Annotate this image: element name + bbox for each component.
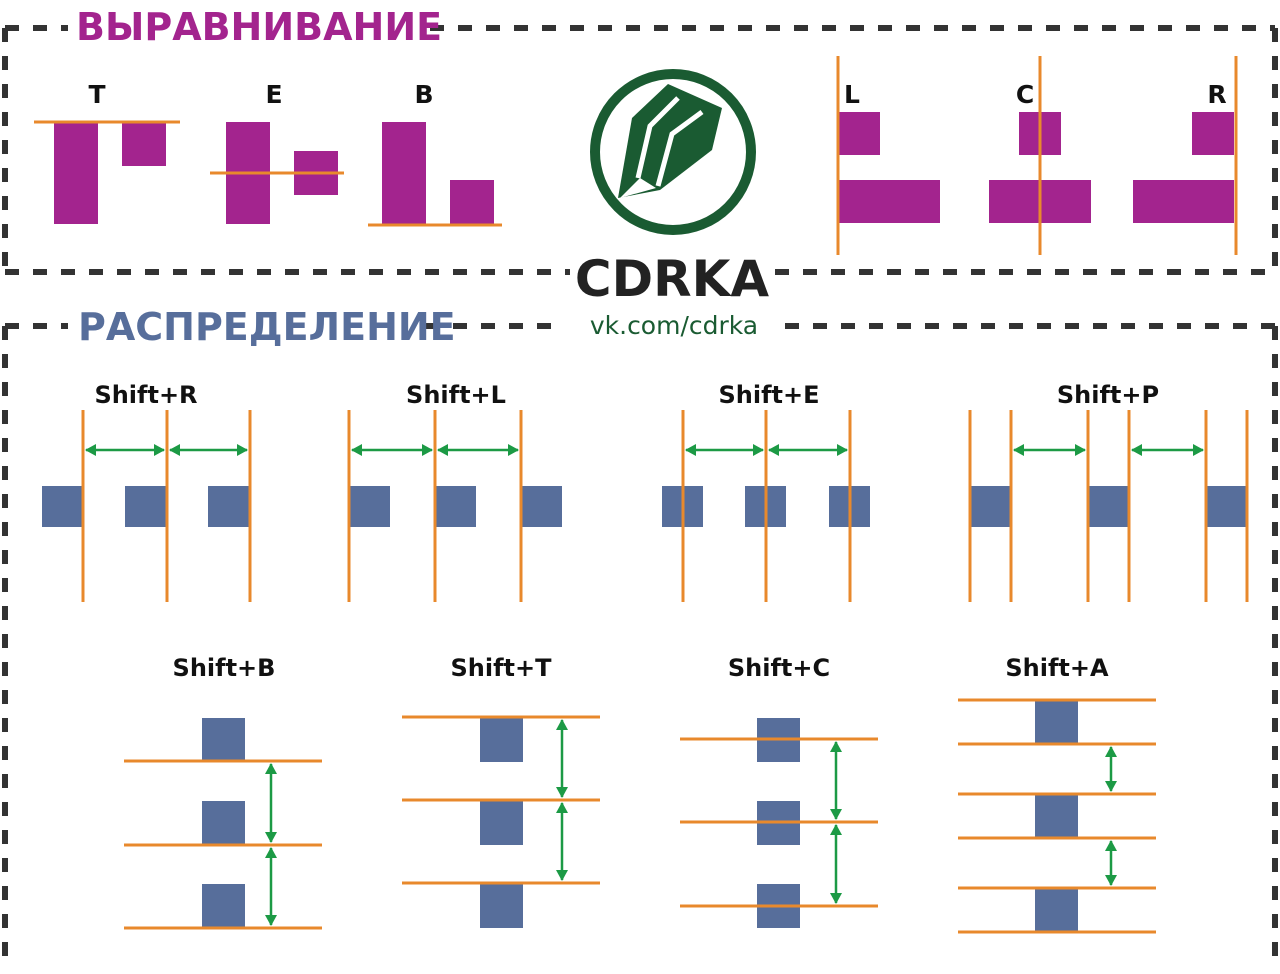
arrowhead-up (830, 824, 842, 835)
align-top-demo: T (34, 80, 180, 224)
distributed-object (1035, 794, 1078, 838)
distributed-object (435, 486, 476, 527)
align-center-demo: C (989, 56, 1091, 255)
shortcut-label: Shift+L (406, 381, 506, 409)
arrowhead-down (830, 893, 842, 904)
distributed-object (125, 486, 166, 527)
distribute-spacing-horizontal-panel: Shift+P (968, 381, 1249, 602)
arrowhead-right (1075, 444, 1086, 456)
arrowhead-right (837, 444, 848, 456)
arrowhead-left (437, 444, 448, 456)
align-section-title: ВЫРАВНИВАНИЕ (76, 5, 442, 49)
distributed-object (480, 801, 523, 845)
arrowhead-left (768, 444, 779, 456)
arrowhead-left (351, 444, 362, 456)
arrowhead-left (1131, 444, 1142, 456)
distribute-bottom-vertical-panel: Shift+B (124, 654, 322, 930)
distributed-object (202, 801, 245, 845)
distributed-object (1035, 700, 1078, 744)
shortcut-label: Shift+P (1057, 381, 1159, 409)
distributed-object (1206, 486, 1247, 527)
shortcut-label: Shift+T (451, 654, 553, 682)
distributed-object (202, 718, 245, 762)
align-left-demo: L (836, 56, 940, 255)
distributed-object (480, 884, 523, 928)
align-bottom-demo: B (368, 80, 502, 227)
shortcut-label: Shift+B (173, 654, 276, 682)
arrowhead-down (265, 915, 277, 926)
distribute-top-vertical-panel: Shift+T (402, 654, 600, 928)
arrowhead-right (508, 444, 519, 456)
align-top-label: T (88, 80, 105, 109)
arrowhead-up (1105, 746, 1117, 757)
distribute-center-vertical-panel: Shift+C (680, 654, 878, 928)
arrowhead-down (556, 870, 568, 881)
horizontal-distribution-group: Shift+R Shift+L Shift+E Shift+P (42, 381, 1249, 602)
align-middle-label: E (265, 80, 282, 109)
arrowhead-up (556, 802, 568, 813)
pencil-in-circle-logo (590, 69, 756, 235)
align-left-label: L (844, 80, 860, 109)
distribute-frame (2, 323, 1278, 968)
distributed-object (208, 486, 249, 527)
arrowhead-up (830, 741, 842, 752)
align-center-label: C (1016, 80, 1034, 109)
arrowhead-right (1193, 444, 1204, 456)
distribute-section-title: РАСПРЕДЕЛЕНИЕ (78, 305, 456, 349)
align-middle-demo: E (210, 80, 344, 224)
distributed-object (1035, 888, 1078, 932)
arrowhead-right (237, 444, 248, 456)
arrowhead-left (685, 444, 696, 456)
distributed-object (521, 486, 562, 527)
distributed-object (202, 884, 245, 928)
distribute-spacing-vertical-panel: Shift+A (958, 654, 1156, 934)
arrowhead-down (1105, 875, 1117, 886)
arrowhead-up (265, 763, 277, 774)
distributed-object (349, 486, 390, 527)
distributed-object (970, 486, 1011, 527)
arrowhead-right (154, 444, 165, 456)
arrowhead-down (265, 832, 277, 843)
shortcut-label: Shift+A (1005, 654, 1109, 682)
distribute-center-horizontal-panel: Shift+E (662, 381, 870, 602)
align-bottom-label: B (414, 80, 433, 109)
arrowhead-right (753, 444, 764, 456)
arrowhead-up (265, 847, 277, 858)
distribute-right-horizontal-panel: Shift+R (42, 381, 252, 602)
shortcut-label: Shift+C (728, 654, 830, 682)
arrowhead-up (1105, 840, 1117, 851)
arrowhead-right (422, 444, 433, 456)
distributed-object (1088, 486, 1129, 527)
arrowhead-left (169, 444, 180, 456)
arrowhead-down (830, 809, 842, 820)
arrowhead-down (1105, 781, 1117, 792)
arrowhead-down (556, 787, 568, 798)
vertical-distribution-group: Shift+B Shift+T Shift+C Shift+A (124, 654, 1156, 934)
align-right-label: R (1207, 80, 1226, 109)
brand-name: CDRKA (575, 250, 769, 308)
shortcut-label: Shift+E (718, 381, 819, 409)
arrowhead-left (85, 444, 96, 456)
align-right-demo: R (1133, 56, 1238, 255)
shortcut-label: Shift+R (94, 381, 197, 409)
brand-url: vk.com/cdrka (590, 311, 758, 340)
align-frame (2, 25, 1278, 275)
distributed-object (42, 486, 83, 527)
arrowhead-left (1013, 444, 1024, 456)
arrowhead-up (556, 719, 568, 730)
distribute-left-horizontal-panel: Shift+L (347, 381, 562, 602)
distributed-object (480, 718, 523, 762)
